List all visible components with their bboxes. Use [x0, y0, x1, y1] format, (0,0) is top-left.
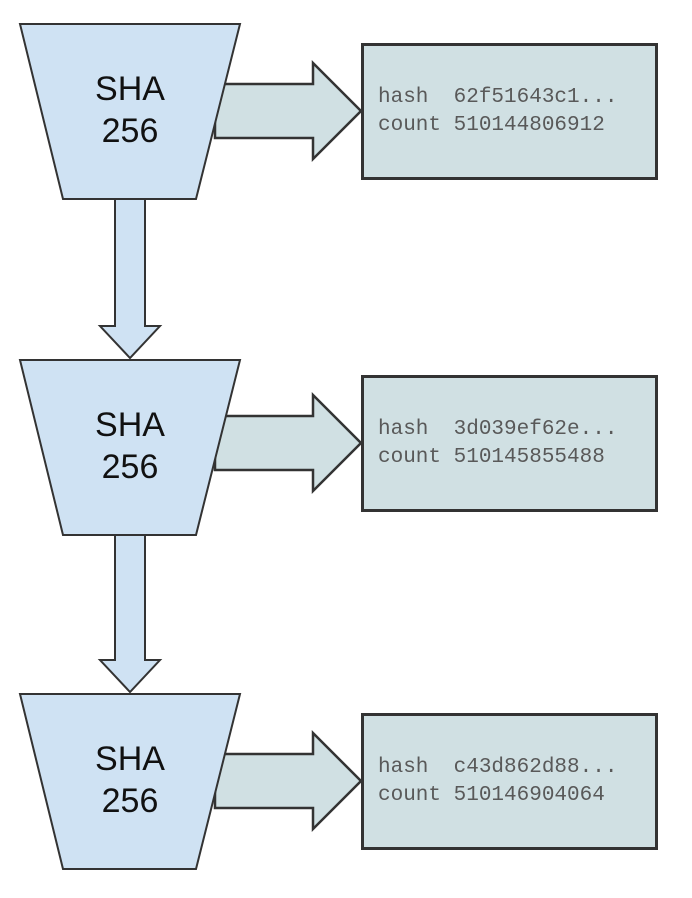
down-arrow-icon — [97, 532, 163, 694]
count-value: 510144806912 — [453, 113, 605, 137]
output-box-stage-3: hash c43d862d88... count 510146904064 — [361, 713, 658, 850]
funnel-label-line2: 256 — [101, 448, 159, 486]
count-label: count — [378, 783, 442, 807]
count-row: count 510145855488 — [378, 444, 655, 472]
funnel-label-line2: 256 — [101, 112, 159, 150]
funnel-label-line1: SHA — [95, 740, 165, 778]
count-row: count 510144806912 — [378, 112, 655, 140]
hash-row: hash 62f51643c1... — [378, 84, 655, 112]
funnel-label-line2: 256 — [101, 782, 159, 820]
funnel-label-line1: SHA — [95, 70, 165, 108]
count-row: count 510146904064 — [378, 782, 655, 810]
hash-value: c43d862d88... — [453, 755, 618, 779]
hash-label: hash — [378, 755, 429, 779]
funnel-sha256-stage-3 — [18, 693, 242, 870]
hash-label: hash — [378, 417, 429, 441]
right-arrow-icon — [213, 59, 363, 163]
funnel-label-line1: SHA — [95, 406, 165, 444]
funnel-sha256-stage-2 — [18, 359, 242, 536]
hash-row: hash 3d039ef62e... — [378, 416, 655, 444]
count-label: count — [378, 445, 442, 469]
right-arrow-icon — [213, 729, 363, 833]
down-arrow-icon — [97, 196, 163, 360]
output-box-stage-1: hash 62f51643c1... count 510144806912 — [361, 43, 658, 180]
hash-value: 62f51643c1... — [453, 85, 618, 109]
funnel-label-stage-2: SHA 256 — [30, 404, 230, 488]
output-box-stage-2: hash 3d039ef62e... count 510145855488 — [361, 375, 658, 512]
hash-value: 3d039ef62e... — [453, 417, 618, 441]
count-value: 510145855488 — [453, 445, 605, 469]
funnel-label-stage-1: SHA 256 — [30, 68, 230, 152]
hash-row: hash c43d862d88... — [378, 754, 655, 782]
hash-label: hash — [378, 85, 429, 109]
count-value: 510146904064 — [453, 783, 605, 807]
funnel-label-stage-3: SHA 256 — [30, 738, 230, 822]
count-label: count — [378, 113, 442, 137]
funnel-sha256-stage-1 — [18, 23, 242, 200]
right-arrow-icon — [213, 391, 363, 495]
